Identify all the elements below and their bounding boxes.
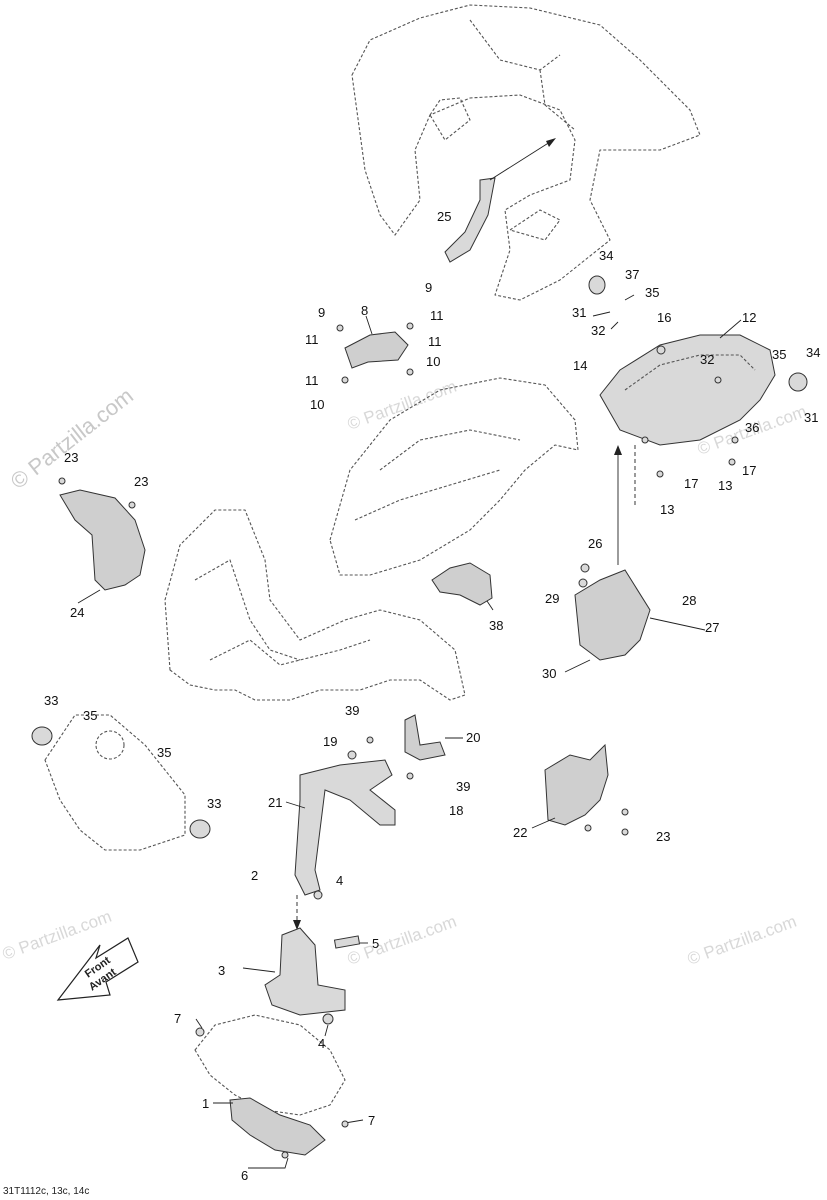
callout-39b: 39 <box>456 779 470 794</box>
callout-39a: 39 <box>345 703 359 718</box>
callout-27: 27 <box>705 620 719 635</box>
callout-19: 19 <box>323 734 337 749</box>
callout-18: 18 <box>449 803 463 818</box>
callout-10a: 10 <box>426 354 440 369</box>
part-8-bracket <box>344 315 409 369</box>
callout-7a: 7 <box>174 1011 181 1026</box>
callout-2: 2 <box>251 868 258 883</box>
callout-5: 5 <box>372 936 379 951</box>
callout-11c: 11 <box>428 334 442 349</box>
watermark-5: © Partzilla.com <box>685 912 799 969</box>
callout-35c: 35 <box>83 708 97 723</box>
callout-3: 3 <box>218 963 225 978</box>
part-24-panel <box>59 489 146 604</box>
callout-34b: 34 <box>806 345 820 360</box>
callout-10b: 10 <box>310 397 324 412</box>
callout-14: 14 <box>573 358 587 373</box>
callout-33b: 33 <box>207 796 221 811</box>
part-21-support <box>285 759 396 930</box>
callout-7b: 7 <box>368 1113 375 1128</box>
callout-4a: 4 <box>336 873 343 888</box>
part-22-cover <box>531 743 609 829</box>
callout-36: 36 <box>745 420 759 435</box>
watermarks: © Partzilla.com © Partzilla.com © Partzi… <box>0 377 809 969</box>
callout-17a: 17 <box>684 476 698 491</box>
callout-13b: 13 <box>718 478 732 493</box>
front-headlight-assembly <box>31 714 211 851</box>
callout-30: 30 <box>542 666 556 681</box>
callout-12: 12 <box>742 310 756 325</box>
callout-23a: 23 <box>64 450 78 465</box>
callout-28: 28 <box>682 593 696 608</box>
fasteners <box>58 322 739 1159</box>
callout-13a: 13 <box>660 502 674 517</box>
callout-32b: 32 <box>700 352 714 367</box>
part-38-bracket <box>431 562 494 611</box>
callout-11b: 11 <box>430 308 444 323</box>
watermark-4: © Partzilla.com <box>345 912 459 969</box>
callout-31b: 31 <box>804 410 818 425</box>
callout-23c: 23 <box>656 829 670 844</box>
callout-22: 22 <box>513 825 527 840</box>
callout-21: 21 <box>268 795 282 810</box>
diagram-code: 31T1112c, 13c, 14c <box>3 1186 90 1197</box>
part-1-skid <box>194 1014 364 1169</box>
callout-33a: 33 <box>44 693 58 708</box>
callout-23b: 23 <box>134 474 148 489</box>
rack-hardware <box>588 275 808 392</box>
callout-20: 20 <box>466 730 480 745</box>
callout-37: 37 <box>625 267 639 282</box>
part-30-storage <box>564 569 706 673</box>
callout-24: 24 <box>70 605 84 620</box>
callout-35b: 35 <box>772 347 786 362</box>
callout-26: 26 <box>588 536 602 551</box>
watermark-1: © Partzilla.com <box>345 377 459 434</box>
callout-6: 6 <box>241 1168 248 1183</box>
front-direction-arrow: Front Avant <box>56 937 139 1001</box>
part-20-bracket <box>404 714 463 761</box>
callout-31a: 31 <box>572 305 586 320</box>
middle-fender <box>329 377 579 576</box>
callout-17b: 17 <box>742 463 756 478</box>
callout-34a: 34 <box>599 248 613 263</box>
callout-9a: 9 <box>318 305 325 320</box>
front-fender <box>164 509 466 701</box>
callout-38: 38 <box>489 618 503 633</box>
part-12-rear-rack <box>599 319 776 565</box>
callout-32a: 32 <box>591 323 605 338</box>
rear-fender-body <box>351 4 701 301</box>
callout-16: 16 <box>657 310 671 325</box>
callout-11a: 11 <box>305 332 319 347</box>
callout-35a: 35 <box>645 285 659 300</box>
callout-35d: 35 <box>157 745 171 760</box>
callout-8: 8 <box>361 303 368 318</box>
callout-4b: 4 <box>318 1036 325 1051</box>
callout-1: 1 <box>202 1096 209 1111</box>
callout-9b: 9 <box>425 280 432 295</box>
callout-11d: 11 <box>305 373 319 388</box>
callout-29: 29 <box>545 591 559 606</box>
callout-labels: 1 2 3 4 4 5 6 7 7 8 9 9 10 10 11 11 11 1… <box>44 209 820 1183</box>
watermark-main: © Partzilla.com <box>6 383 138 494</box>
lower-mount <box>242 927 368 1037</box>
callout-25: 25 <box>437 209 451 224</box>
part-25-deflector <box>444 138 556 263</box>
